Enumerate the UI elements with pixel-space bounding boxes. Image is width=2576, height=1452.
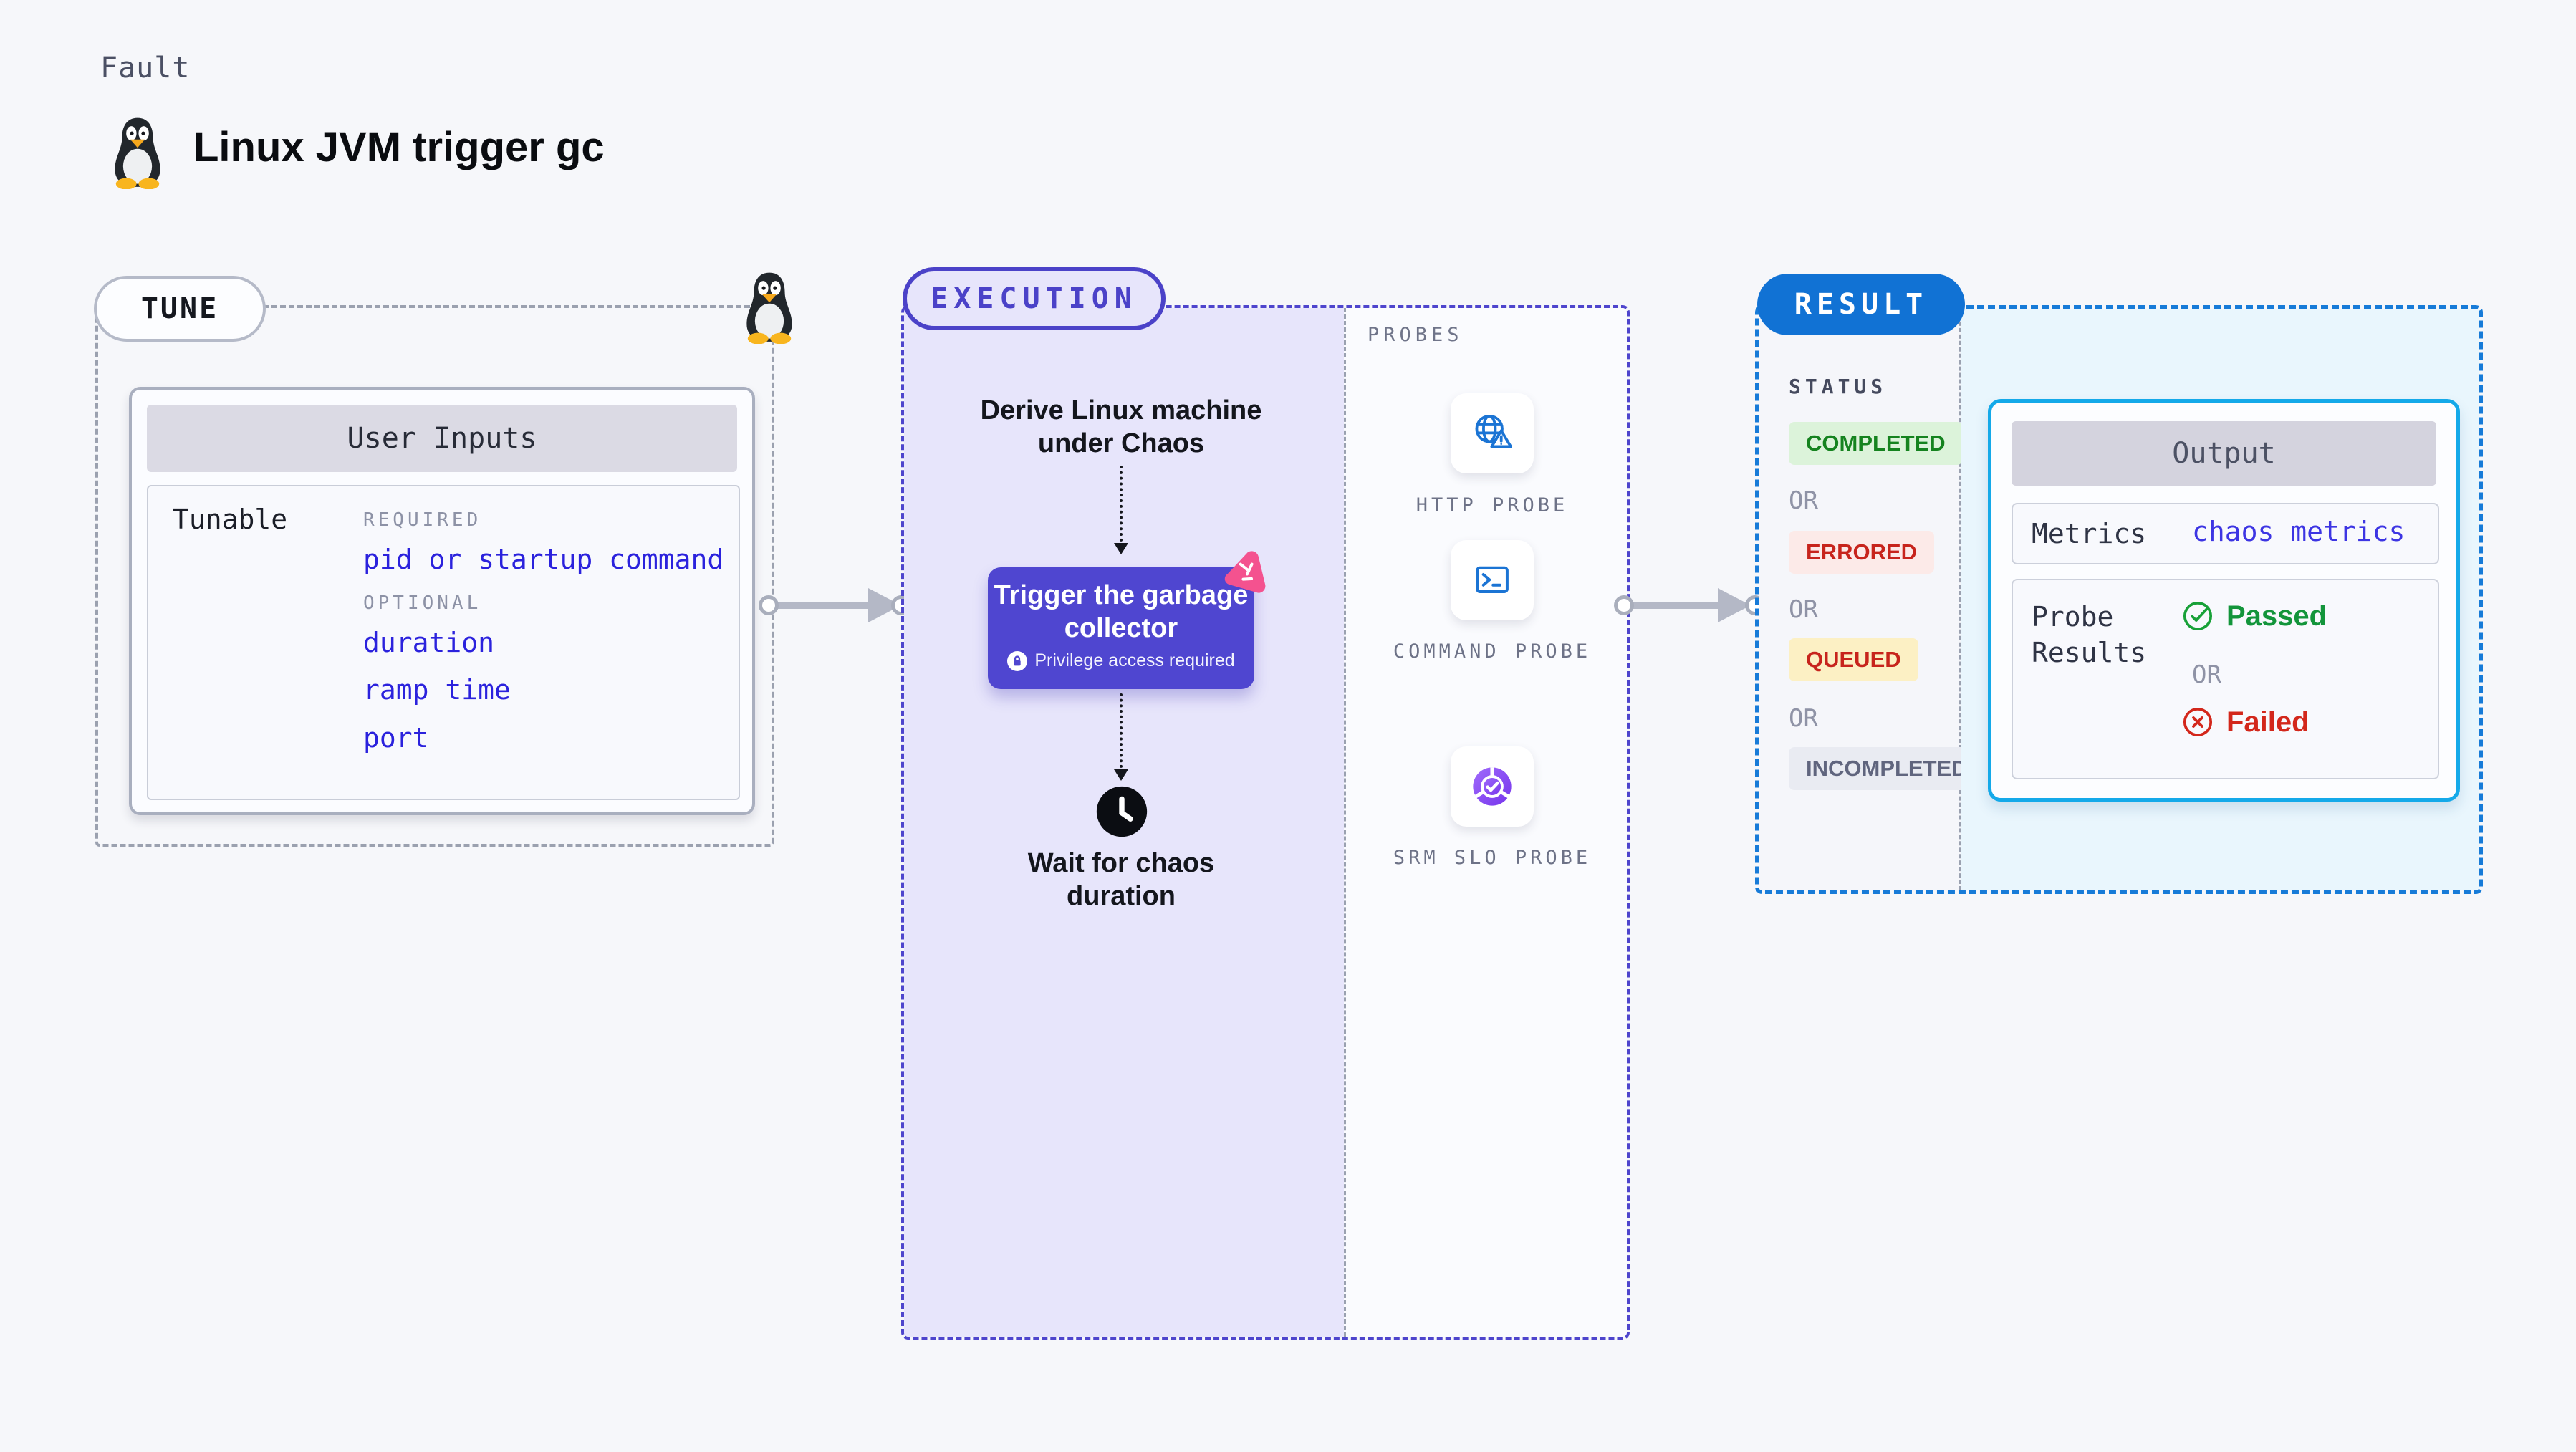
check-circle-icon: [2183, 601, 2213, 631]
flow-arrow-down-icon: [1114, 543, 1128, 554]
status-badge-completed: COMPLETED: [1789, 422, 1963, 465]
execution-section: PROBES HTTP PROBE: [901, 305, 1630, 1340]
or-label: OR: [1789, 486, 1818, 515]
wait-duration-text: Wait for chaos duration: [1027, 848, 1215, 911]
privilege-note: Privilege access required: [1034, 650, 1235, 670]
result-pill-label: RESULT: [1794, 288, 1928, 321]
tunable-row-label: Tunable: [173, 504, 288, 535]
failed-label: Failed: [2226, 706, 2310, 738]
trigger-gc-title: Trigger the garbage collector: [994, 580, 1249, 643]
metrics-label: Metrics: [2032, 518, 2147, 549]
passed-label: Passed: [2226, 600, 2327, 632]
result-pill: RESULT: [1757, 274, 1965, 335]
http-probe-label: HTTP PROBE: [1416, 494, 1569, 516]
tune-section: [95, 305, 774, 847]
output-card: Output Metrics chaos metrics Probe Resul…: [1988, 399, 2460, 802]
slo-pie-check-icon: [1473, 767, 1512, 806]
required-item: pid or startup command: [363, 544, 724, 575]
flow-connector: [1120, 693, 1123, 768]
status-badge-errored: ERRORED: [1789, 531, 1935, 574]
probes-panel: PROBES HTTP PROBE: [1344, 308, 1627, 1337]
status-heading: STATUS: [1789, 375, 1888, 398]
metrics-value-link[interactable]: chaos metrics: [2192, 516, 2406, 547]
probe-results-label: Probe Results: [2032, 601, 2147, 668]
flow-arrow-down-icon: [1114, 769, 1128, 781]
execution-to-result-arrow: [1624, 602, 1724, 609]
tune-to-execution-arrow: [769, 602, 875, 609]
x-circle-icon: [2183, 707, 2213, 737]
or-label: OR: [1789, 704, 1818, 733]
connector-dot: [759, 595, 779, 615]
optional-heading: OPTIONAL: [363, 592, 482, 614]
lock-icon: [1007, 650, 1028, 671]
linux-tux-icon: [746, 272, 792, 344]
trigger-gc-node: Trigger the garbage collector Privilege …: [988, 567, 1254, 689]
required-heading: REQUIRED: [363, 509, 482, 531]
optional-item: port: [363, 722, 429, 754]
status-column: STATUS COMPLETED OR ERRORED OR QUEUED OR…: [1759, 309, 1985, 890]
privilege-row: Privilege access required: [988, 650, 1254, 671]
probe-results-row: Probe Results Passed OR Failed: [2012, 579, 2439, 779]
tune-pill-label: TUNE: [140, 292, 219, 325]
status-badge-incompleted: INCOMPLETED: [1789, 747, 1985, 790]
result-output-area: Output Metrics chaos metrics Probe Resul…: [1961, 309, 2479, 890]
metrics-row: Metrics chaos metrics: [2012, 503, 2439, 564]
command-probe-card: [1451, 540, 1534, 620]
user-inputs-card: User Inputs Tunable REQUIRED pid or star…: [129, 387, 755, 815]
linux-tux-icon: [115, 117, 160, 189]
execution-pill-label: EXECUTION: [931, 282, 1138, 315]
status-badge-queued: QUEUED: [1789, 638, 1918, 681]
or-label: OR: [1789, 595, 1818, 624]
srm-slo-probe-card: [1451, 746, 1534, 827]
command-probe-label: COMMAND PROBE: [1393, 640, 1592, 663]
user-inputs-header: User Inputs: [147, 405, 737, 472]
connector-dot: [1614, 595, 1634, 615]
user-inputs-body: Tunable REQUIRED pid or startup command …: [147, 485, 740, 800]
output-header: Output: [2012, 421, 2436, 486]
optional-item: ramp time: [363, 674, 511, 706]
derive-machine-text: Derive Linux machine under Chaos: [980, 395, 1262, 458]
http-probe-card: [1451, 393, 1534, 473]
page-title: Linux JVM trigger gc: [193, 124, 605, 170]
flow-connector: [1120, 466, 1123, 542]
tune-pill: TUNE: [94, 276, 266, 342]
srm-slo-probe-label: SRM SLO PROBE: [1393, 847, 1592, 869]
probes-panel-label: PROBES: [1368, 324, 1464, 346]
or-label: OR: [2192, 660, 2221, 689]
globe-alert-icon: [1475, 414, 1512, 448]
fault-kicker: Fault: [100, 52, 191, 85]
optional-item: duration: [363, 627, 495, 658]
chaos-triangle-icon: [1224, 551, 1266, 593]
clock-icon: [1096, 786, 1148, 837]
result-section: STATUS COMPLETED OR ERRORED OR QUEUED OR…: [1755, 305, 2483, 894]
execution-pill: EXECUTION: [903, 267, 1166, 330]
terminal-icon: [1476, 566, 1509, 593]
